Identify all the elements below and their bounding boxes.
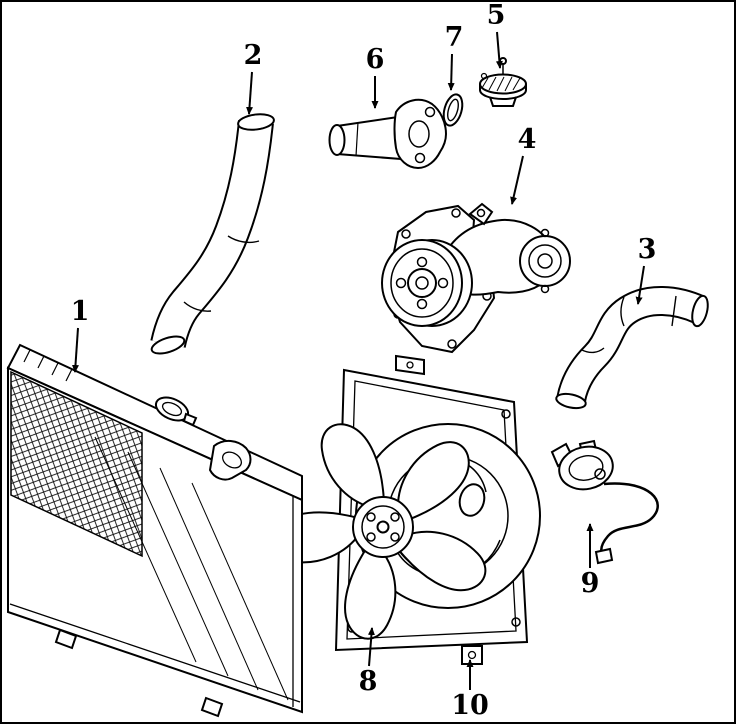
- callout-4: 4: [510, 124, 537, 205]
- callout-4-leader: [510, 155, 524, 205]
- callout-2: 2: [244, 40, 263, 115]
- callout-5-leader: [495, 31, 503, 69]
- callout-7-leader: [447, 53, 455, 91]
- thermostat: [479, 57, 527, 107]
- radiator-inlet-stub: [208, 440, 252, 481]
- fan-motor: [550, 439, 659, 565]
- callout-9-label: 9: [581, 568, 600, 599]
- callout-1-label: 1: [71, 296, 90, 327]
- water-inlet-pipe: [328, 98, 448, 170]
- callout-2-label: 2: [244, 40, 263, 71]
- upper-radiator-hose: [150, 113, 275, 355]
- callout-6: 6: [366, 44, 385, 109]
- callout-1-leader: [71, 327, 79, 373]
- callout-5: 5: [487, 0, 506, 69]
- callout-1: 1: [71, 296, 90, 373]
- callout-3-label: 3: [638, 234, 657, 265]
- fan-motor-plug: [594, 547, 614, 565]
- gasket-ring: [442, 93, 464, 127]
- radiator-filler-cap: [154, 396, 198, 427]
- callout-2-leader: [246, 71, 253, 115]
- callout-7: 7: [445, 22, 464, 91]
- fan-motor-wire: [600, 482, 659, 555]
- water-pump-pulley: [381, 239, 473, 327]
- water-pump-outlet-flange: [519, 228, 571, 294]
- callout-5-label: 5: [487, 0, 506, 31]
- callout-3-leader: [635, 265, 645, 305]
- callout-8-leader: [367, 627, 375, 667]
- callout-10: 10: [451, 659, 489, 721]
- lower-radiator-hose: [555, 286, 709, 410]
- callout-6-label: 6: [366, 44, 385, 75]
- callout-7-label: 7: [445, 22, 464, 53]
- fan-blade: [265, 423, 495, 648]
- radiator: [6, 343, 303, 718]
- callout-9: 9: [581, 523, 600, 599]
- callout-10-label: 10: [451, 690, 489, 721]
- water-pump: [381, 202, 571, 354]
- callouts: 1 2 3 4 5 6 7 8: [71, 0, 657, 721]
- callout-4-label: 4: [518, 124, 537, 155]
- callout-3: 3: [635, 234, 657, 305]
- callout-8-label: 8: [359, 666, 378, 697]
- callout-8: 8: [359, 627, 378, 697]
